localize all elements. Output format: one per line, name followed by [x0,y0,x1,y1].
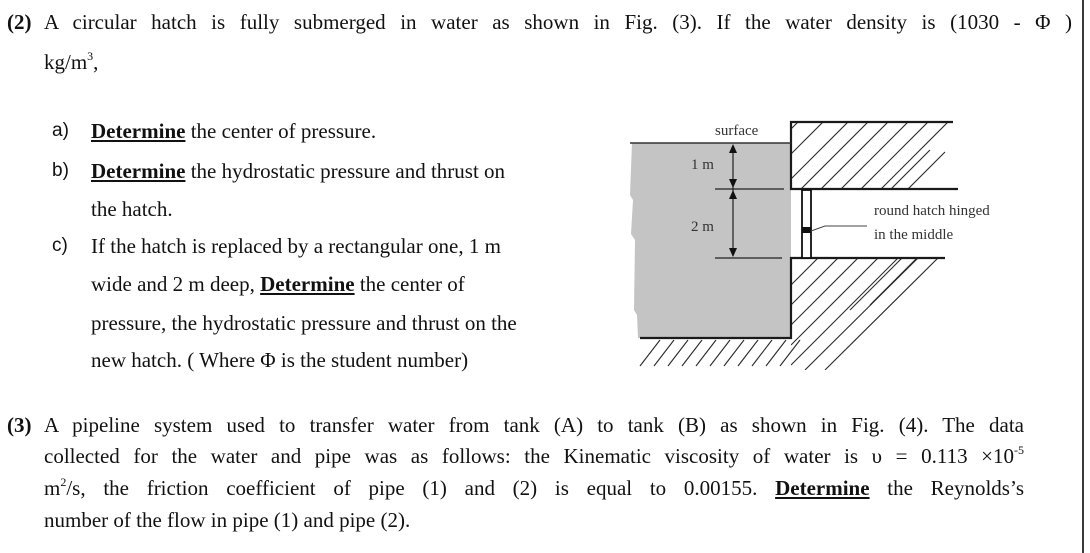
question-3-number: (3) [7,413,32,437]
density-unit-exponent: 3 [87,49,94,63]
item-c-line-2-post: the center of [354,272,465,296]
hatch-label-line-2: in the middle [874,227,953,243]
determine-keyword: Determine [91,159,186,183]
question-2-unit-line: kg/m3, [44,50,98,74]
viscosity-exponent: -5 [1014,443,1024,457]
upper-wall-hatching [791,122,949,189]
water-region [630,143,791,338]
determine-keyword: Determine [91,119,186,143]
item-b-body: the hydrostatic pressure and thrust on [185,159,506,183]
item-c-line-2-pre: wide and 2 m deep, [91,272,261,296]
density-unit: kg/m [44,50,88,74]
question-2-line-1: (2) [7,10,32,34]
question-2-intro-text: A circular hatch is fully submerged in w… [44,10,1072,34]
hatch-hinge [802,227,811,233]
item-a-body: the center of pressure. [185,119,377,143]
question-3-line-4: number of the flow in pipe (1) and pipe … [44,508,411,532]
dimension-lines [715,146,784,259]
hatch-label-line-1: round hatch hinged [874,203,990,219]
hatch-leader-line [810,225,867,232]
page-right-border [1082,0,1084,553]
dimension-arrows [729,144,737,257]
question-2-intro: A circular hatch is fully submerged in w… [44,10,1072,34]
item-c-line-4: new hatch. ( Where Φ is the student numb… [91,348,469,372]
item-a-text: Determine the center of pressure. [91,119,376,143]
question-3-line-3: m2/s, the friction coefficient of pipe (… [44,476,1024,500]
dimension-1m-label: 1 m [691,157,714,173]
floor-hatching [639,339,801,367]
item-a-label: a) [52,120,69,141]
surface-label: surface [715,123,759,139]
item-c-line-1: If the hatch is replaced by a rectangula… [91,234,501,258]
question-2-number: (2) [7,10,32,34]
dimension-2m-label: 2 m [691,219,714,235]
unit-m: m [44,476,61,500]
item-b-text: Determine the hydrostatic pressure and t… [91,159,505,183]
item-b-label: b) [52,160,69,181]
unit-exponent: 2 [60,475,67,489]
round-hatch [801,189,812,259]
determine-keyword: Determine [260,272,355,296]
figure-3-hatch-diagram: surface 1 m 2 m round hatch hinged in th… [610,110,1040,370]
item-c-label: c) [52,235,68,256]
determine-keyword: Determine [775,476,870,500]
item-b-text-line-2: the hatch. [91,197,173,221]
punctuation: , [93,50,99,74]
question-3-line-1: A pipeline system used to transfer water… [44,413,1024,437]
question-3-line-2: collected for the water and pipe was as … [44,444,1024,468]
reynolds-text: the Reynolds’s [869,476,1024,500]
lower-wall-hatching [791,258,942,370]
friction-text: /s, the friction coefficient of pipe (1)… [66,476,776,500]
item-c-line-3: pressure, the hydrostatic pressure and t… [91,311,517,335]
wall-outline [640,120,958,340]
question-3-line-1-text: A pipeline system used to transfer water… [44,413,1024,437]
item-c-line-2: wide and 2 m deep, Determine the center … [91,272,465,296]
viscosity-text: collected for the water and pipe was as … [44,444,1014,468]
question-3-number-wrap: (3) [7,413,32,437]
